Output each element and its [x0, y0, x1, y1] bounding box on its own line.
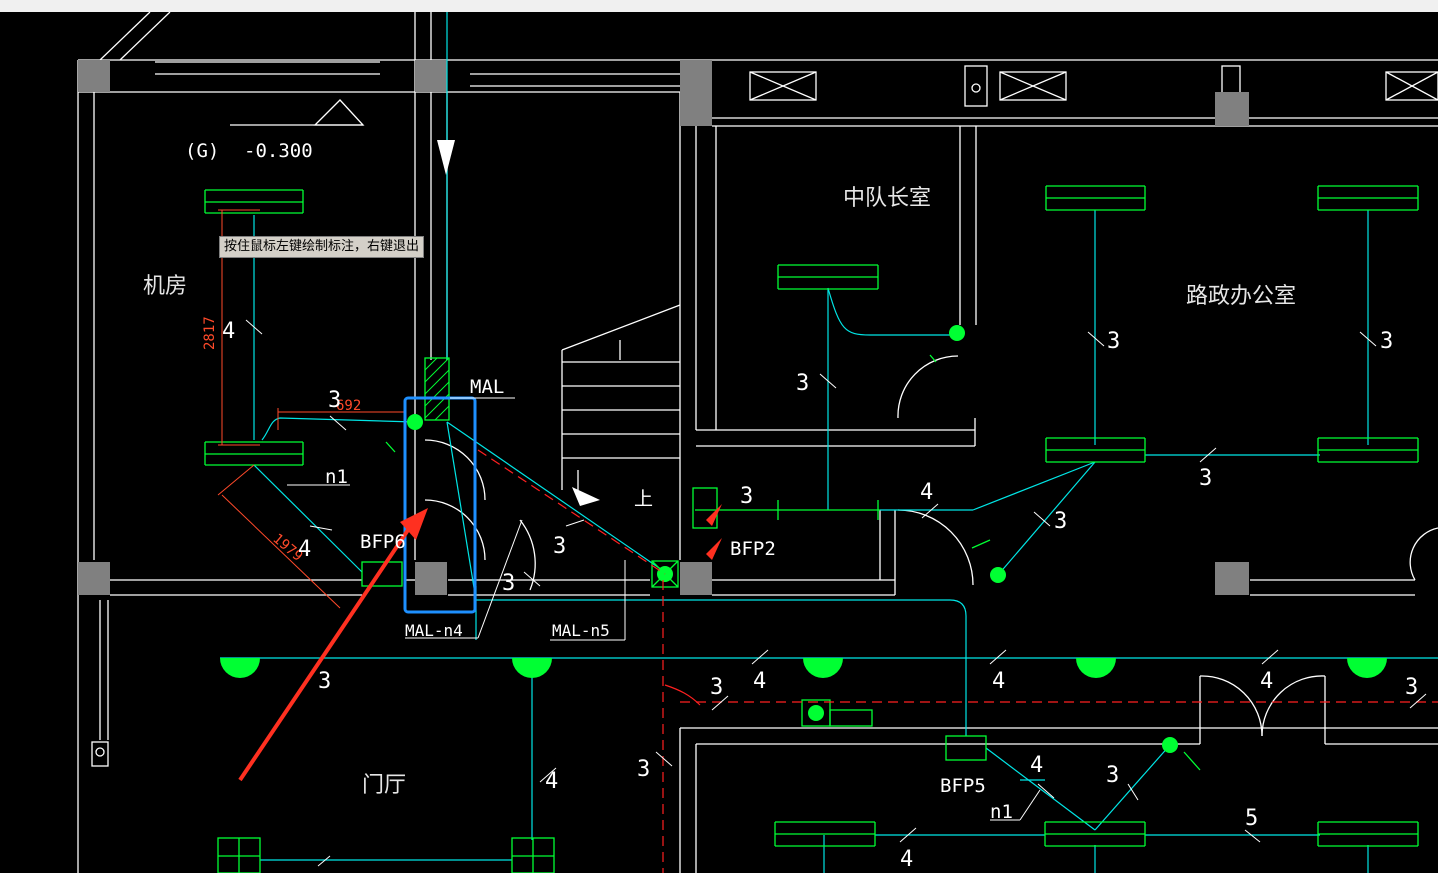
- count: 4: [992, 669, 1005, 694]
- room-squad-leader: 中队长室: [843, 186, 931, 211]
- count: 4: [900, 847, 913, 872]
- count: 3: [553, 534, 566, 559]
- count: 3: [796, 371, 809, 396]
- count: 3: [318, 669, 331, 694]
- cad-drawing-canvas[interactable]: (G) -0.300 机房 中队长室 路政办公室 门厅 MAL MAL-n4 M…: [0, 12, 1438, 873]
- stair-up: 上: [634, 488, 653, 510]
- label-bfp5: BFP5: [940, 775, 986, 797]
- room-machine: 机房: [143, 274, 187, 299]
- count: 3: [710, 675, 723, 700]
- leader-lines: [287, 397, 1041, 821]
- label-n1-a: n1: [325, 466, 348, 488]
- dim-vertical: 2817: [202, 316, 218, 350]
- label-mal-n5: MAL-n5: [552, 621, 610, 640]
- count: 4: [1260, 669, 1273, 694]
- count: 3: [1054, 509, 1067, 534]
- command-tooltip: 按住鼠标左键绘制标注，右键退出: [219, 236, 425, 258]
- wire-ticks: [245, 319, 1427, 867]
- window-top-strip: [0, 0, 1438, 12]
- label-bfp6: BFP6: [360, 531, 406, 553]
- hidden-lines: [477, 449, 1438, 873]
- count: 4: [920, 480, 933, 505]
- count: 4: [298, 537, 311, 562]
- count: 4: [753, 669, 766, 694]
- structural-columns: [78, 60, 1249, 595]
- drawing-text: (G) -0.300 机房 中队长室 路政办公室 门厅 MAL MAL-n4 M…: [143, 140, 1418, 872]
- count: 3: [740, 484, 753, 509]
- label-bfp2: BFP2: [730, 538, 776, 560]
- down-arrow-icon: [437, 140, 455, 175]
- fixture-dots: [220, 325, 1387, 753]
- label-mal: MAL: [470, 376, 504, 398]
- light-fixtures: [204, 185, 1419, 873]
- count: 3: [1405, 675, 1418, 700]
- level-grid: (G): [185, 140, 219, 162]
- red-marker-1: [706, 504, 722, 526]
- count: 3: [502, 571, 515, 596]
- level-elevation: -0.300: [244, 140, 313, 162]
- red-marker-2: [706, 538, 722, 560]
- count: 3: [1106, 763, 1119, 788]
- label-mal-n4: MAL-n4: [405, 621, 463, 640]
- count: 4: [545, 769, 558, 794]
- dimension-lines: [217, 209, 405, 609]
- count: 3: [637, 757, 650, 782]
- room-road-office: 路政办公室: [1186, 284, 1296, 309]
- count: 3: [1199, 466, 1212, 491]
- count: 4: [1030, 753, 1043, 778]
- count: 5: [1245, 806, 1258, 831]
- selection-box[interactable]: [403, 396, 477, 614]
- count: 3: [328, 388, 341, 413]
- room-lobby: 门厅: [362, 773, 406, 798]
- mal-panel-hatch: [424, 357, 450, 421]
- label-n1-b: n1: [990, 801, 1013, 823]
- count: 4: [222, 319, 235, 344]
- direction-arrow-icon: [572, 487, 600, 506]
- dim-top: 692: [336, 398, 361, 414]
- count: 3: [1107, 329, 1120, 354]
- walls: [77, 12, 1438, 873]
- count: 3: [1380, 329, 1393, 354]
- annotation-arrow: [238, 508, 428, 782]
